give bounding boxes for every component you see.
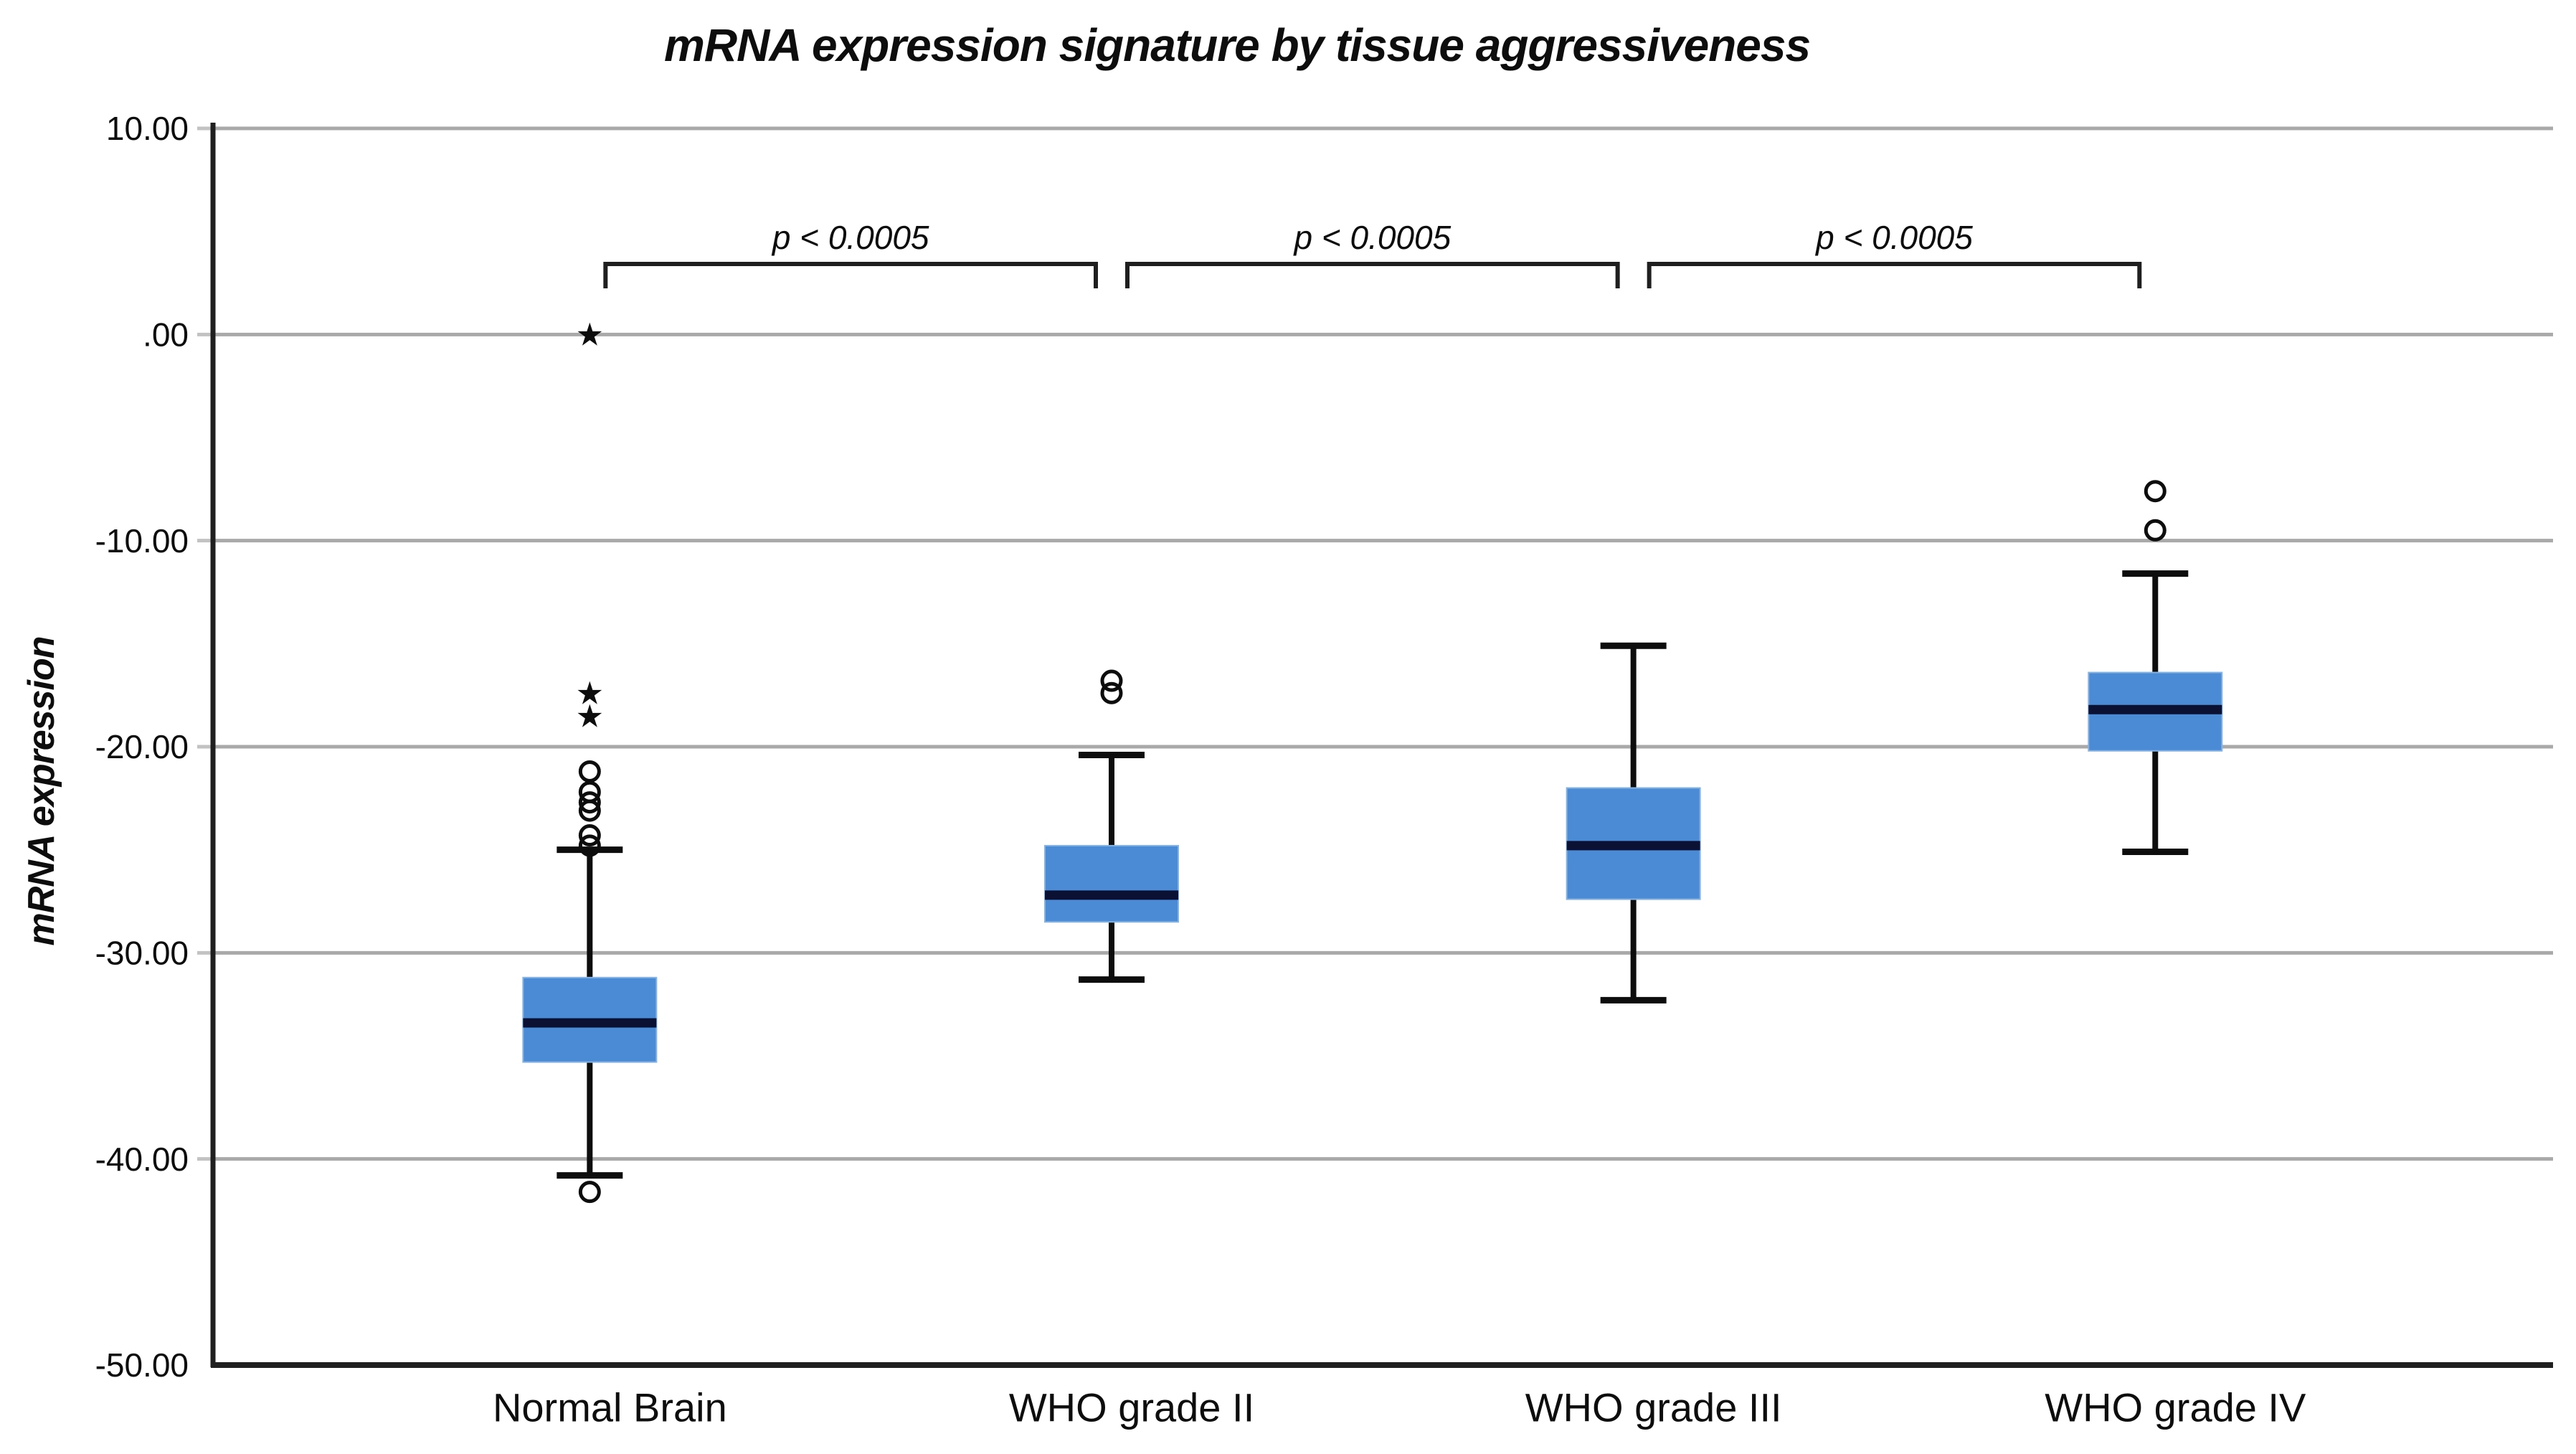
significance-bracket-3 (1647, 262, 2142, 288)
y-tick-label--50.00: -50.00 (95, 1346, 189, 1384)
outlier-circle-normal-brain (578, 791, 601, 814)
p-value-label-3: p < 0.0005 (1814, 219, 1973, 256)
outlier-circle-who-grade-ii (1100, 669, 1123, 692)
y-tick-label-.00: .00 (143, 316, 189, 353)
outlier-circle-normal-brain (578, 824, 601, 847)
significance-bracket-1 (603, 262, 1098, 288)
p-value-label-1: p < 0.0005 (771, 219, 929, 256)
significance-bracket-2 (1124, 262, 1620, 288)
category-label-normal-brain: Normal Brain (493, 1385, 727, 1430)
box-who-grade-ii (1043, 844, 1179, 923)
y-tick-label-10.00: 10.00 (106, 110, 189, 147)
outlier-circle-normal-brain (578, 799, 601, 822)
outlier-circle-who-grade-ii (1100, 681, 1123, 704)
category-label-who-grade-iv: WHO grade IV (2045, 1385, 2306, 1430)
outlier-circle-who-grade-iv (2144, 519, 2167, 542)
y-tick-label--40.00: -40.00 (95, 1141, 189, 1178)
chart-title: mRNA expression signature by tissue aggr… (663, 19, 1811, 71)
outlier-star-normal-brain: ★ (576, 699, 604, 734)
p-value-label-2: p < 0.0005 (1292, 219, 1451, 256)
outlier-circle-normal-brain (578, 834, 601, 857)
outlier-circle-who-grade-iv (2144, 480, 2167, 503)
y-tick-label--30.00: -30.00 (95, 934, 189, 971)
outlier-star-normal-brain: ★ (576, 318, 604, 353)
category-label-who-grade-ii: WHO grade II (1009, 1385, 1254, 1430)
outlier-circle-normal-brain (578, 760, 601, 783)
y-tick-label--20.00: -20.00 (95, 728, 189, 765)
category-label-who-grade-iii: WHO grade III (1525, 1385, 1782, 1430)
y-tick-label--10.00: -10.00 (95, 522, 189, 560)
outlier-circle-normal-brain (578, 1181, 601, 1204)
outlier-star-normal-brain: ★ (576, 676, 604, 712)
